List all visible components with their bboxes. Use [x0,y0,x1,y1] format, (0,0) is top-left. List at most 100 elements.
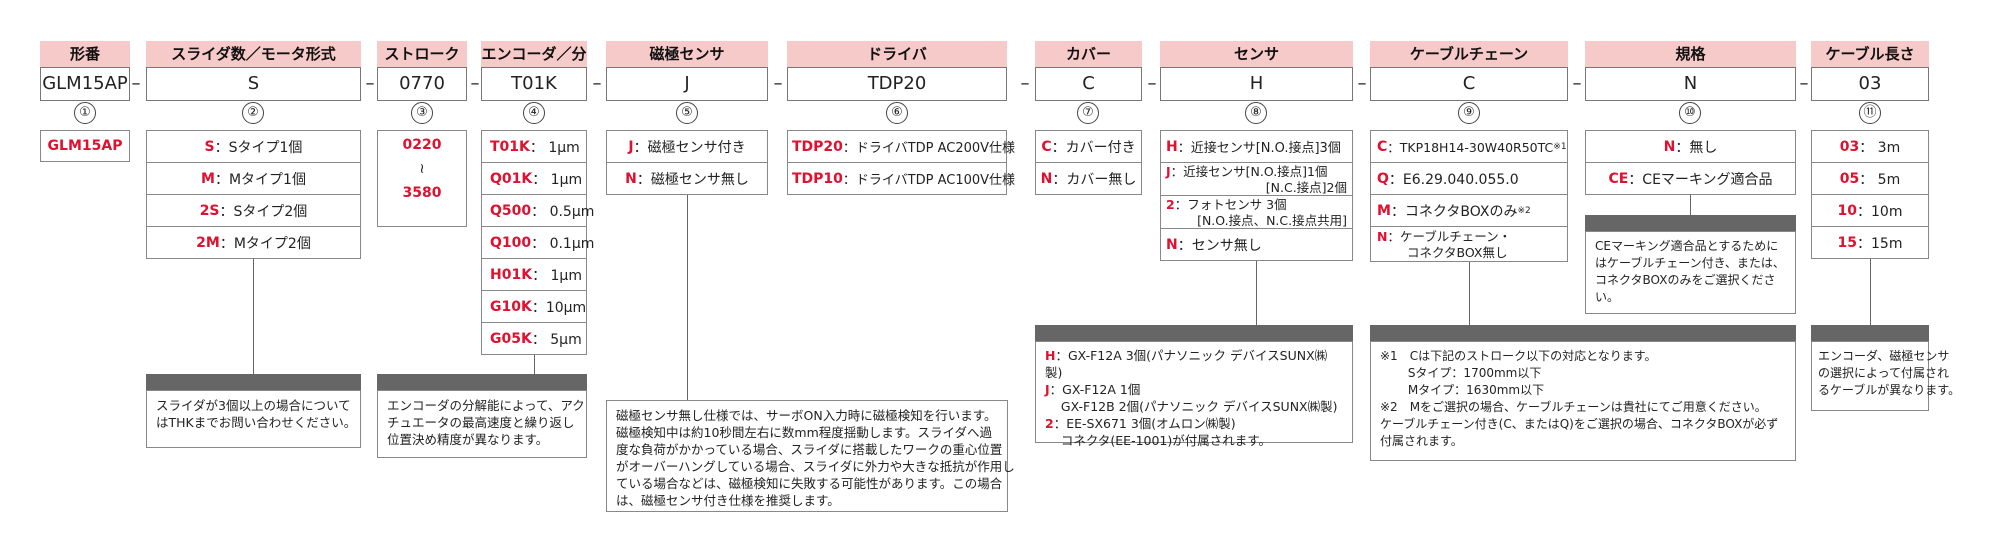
option-code: H01K [490,266,533,283]
code-cover: C [1035,67,1142,101]
option-desc: ： 5μm [531,331,582,348]
option-desc: ： 5m [1859,171,1901,188]
option-desc: ：コネクタBOXのみ [1390,203,1518,220]
option-desc: ：Sタイプ1個 [214,139,303,156]
header-stroke: ストローク [377,41,467,67]
option-code: 10 [1837,202,1858,219]
stroke-range-box: 0220 ≀ 3580 [377,130,467,227]
chain-option-q: Q：E6.29.040.055.0 [1370,162,1568,195]
option-desc: ：無し [1675,139,1718,156]
stroke-max: 3580 [402,185,442,201]
slider-note: スライダが3個以上の場合について はTHKまでお問い合わせください。 [146,390,361,448]
option-code: 2 [1166,197,1175,212]
note-text: ：GX-F12A 1個 [1049,382,1141,397]
separator-dash: – [592,73,602,94]
encoder-option: Q01K： 1μm [481,162,587,195]
note-header-bar [377,374,587,390]
code-cable-length: 03 [1811,67,1929,101]
number-3: ③ [411,102,433,124]
chain-option-c: C：TKP18H14-30W40R50TC※1 [1370,130,1568,163]
option-code: G05K [490,330,532,347]
option-desc: ：ドライバTDP AC200V仕様 [842,141,1016,156]
note-header-bar [1811,325,1929,341]
option-desc: ：CEマーキング適合品 [1628,171,1773,188]
connector-line [1469,262,1470,325]
option-code: Q100 [490,234,532,251]
option-desc: ：10μm [531,299,587,316]
option-desc: ：磁極センサ無し [636,171,749,188]
header-cable-chain: ケーブルチェーン [1370,41,1568,67]
connector-line [687,195,688,400]
option-code: H [1166,138,1178,155]
standard-option-ce: CE：CEマーキング適合品 [1585,162,1796,195]
code-stroke: 0770 [377,67,467,101]
option-desc: ：近接センサ[N.O.接点]3個 [1177,141,1341,156]
number-9: ⑨ [1458,102,1480,124]
encoder-option: Q100： 0.1μm [481,226,594,259]
number-4: ④ [523,102,545,124]
option-code: N [625,170,637,187]
footnote-mark: ※2 [1517,205,1531,216]
encoder-option: Q500： 0.5μm [481,194,594,227]
sensor-option-2: 2：フォトセンサ 3個 [N.O.接点、N.C.接点共用] [1160,195,1353,229]
option-code: Q01K [490,170,533,187]
note-header-bar [1370,325,1796,341]
connector-line [1690,195,1691,215]
encoder-note: エンコーダの分解能によって、アク チュエータの最高速度と繰り返し 位置決め精度が… [377,390,587,458]
code-mag-sensor: J [606,67,768,101]
number-5: ⑤ [676,102,698,124]
length-note: エンコーダ、磁極センサ の選択によって付属され るケーブルが異なります。 [1811,341,1960,411]
option-desc: ：TKP18H14-30W40R50TC [1387,140,1554,155]
option-desc: ： 3m [1859,139,1901,156]
number-10: ⑩ [1679,102,1701,124]
slider-option-2m: 2M：Mタイプ2個 [146,226,361,259]
number-1: ① [74,102,96,124]
option-code: 03 [1839,138,1860,155]
option-code: N [1040,170,1053,187]
option-code: N [1166,236,1178,253]
header-encoder: エンコーダ／分解能 [481,41,587,89]
option-desc-line2: [N.O.接点、N.C.接点共用] [1197,213,1347,228]
footnote-mark: ※1 [1553,141,1567,152]
option-desc: ： 1μm [532,267,582,284]
option-code: G10K [490,298,532,315]
header-slider-motor: スライダ数／モータ形式 [146,41,361,67]
option-code: S [204,138,215,155]
option-code: M [201,170,215,187]
length-option-05: 05： 5m [1811,162,1929,195]
mag-sensor-option-j: J：磁極センサ付き [606,130,768,163]
option-code: Q500 [490,202,532,219]
note-text: GX-F12B 2個(パナソニック デバイスSUNX㈱製) [1045,399,1338,414]
option-code: 15 [1837,234,1858,251]
separator-dash: – [1020,73,1030,94]
option-desc: ： 1μm [532,171,583,188]
encoder-option: G10K：10μm [481,290,587,323]
option-code: J [1166,164,1171,179]
note-code: J [1045,382,1050,397]
driver-option-tdp10: TDP10：ドライバTDP AC100V仕様 [787,162,1015,195]
note-text: コネクタ(EE-1001)が付属されます。 [1045,433,1272,448]
code-standard: N [1585,67,1796,101]
option-desc: ：15m [1857,235,1903,252]
connector-line [1256,261,1257,325]
option-desc: ：センサ無し [1177,237,1262,254]
option-desc: ：カバー無し [1052,171,1137,188]
length-option-15: 15：15m [1811,226,1929,259]
mag-sensor-option-n: N：磁極センサ無し [606,162,768,195]
code-cable-chain: C [1370,67,1568,101]
slider-option-m: M：Mタイプ1個 [146,162,361,195]
option-code: N [1663,138,1676,155]
cover-option-c: C：カバー付き [1035,130,1142,163]
option-code: CE [1608,170,1629,187]
option-desc: ：E6.29.040.055.0 [1388,171,1519,188]
header-model: 形番 [40,41,130,67]
option-desc: ：10m [1857,203,1903,220]
separator-dash: – [773,73,783,94]
option-desc: ：Mタイプ2個 [219,235,311,252]
option-code: C [1377,138,1388,155]
note-code: H [1045,348,1056,363]
option-code: GLM15AP [47,138,123,154]
option-code: TDP10 [792,170,843,187]
option-desc: ：Mタイプ1個 [214,171,306,188]
separator-dash: – [131,73,141,94]
